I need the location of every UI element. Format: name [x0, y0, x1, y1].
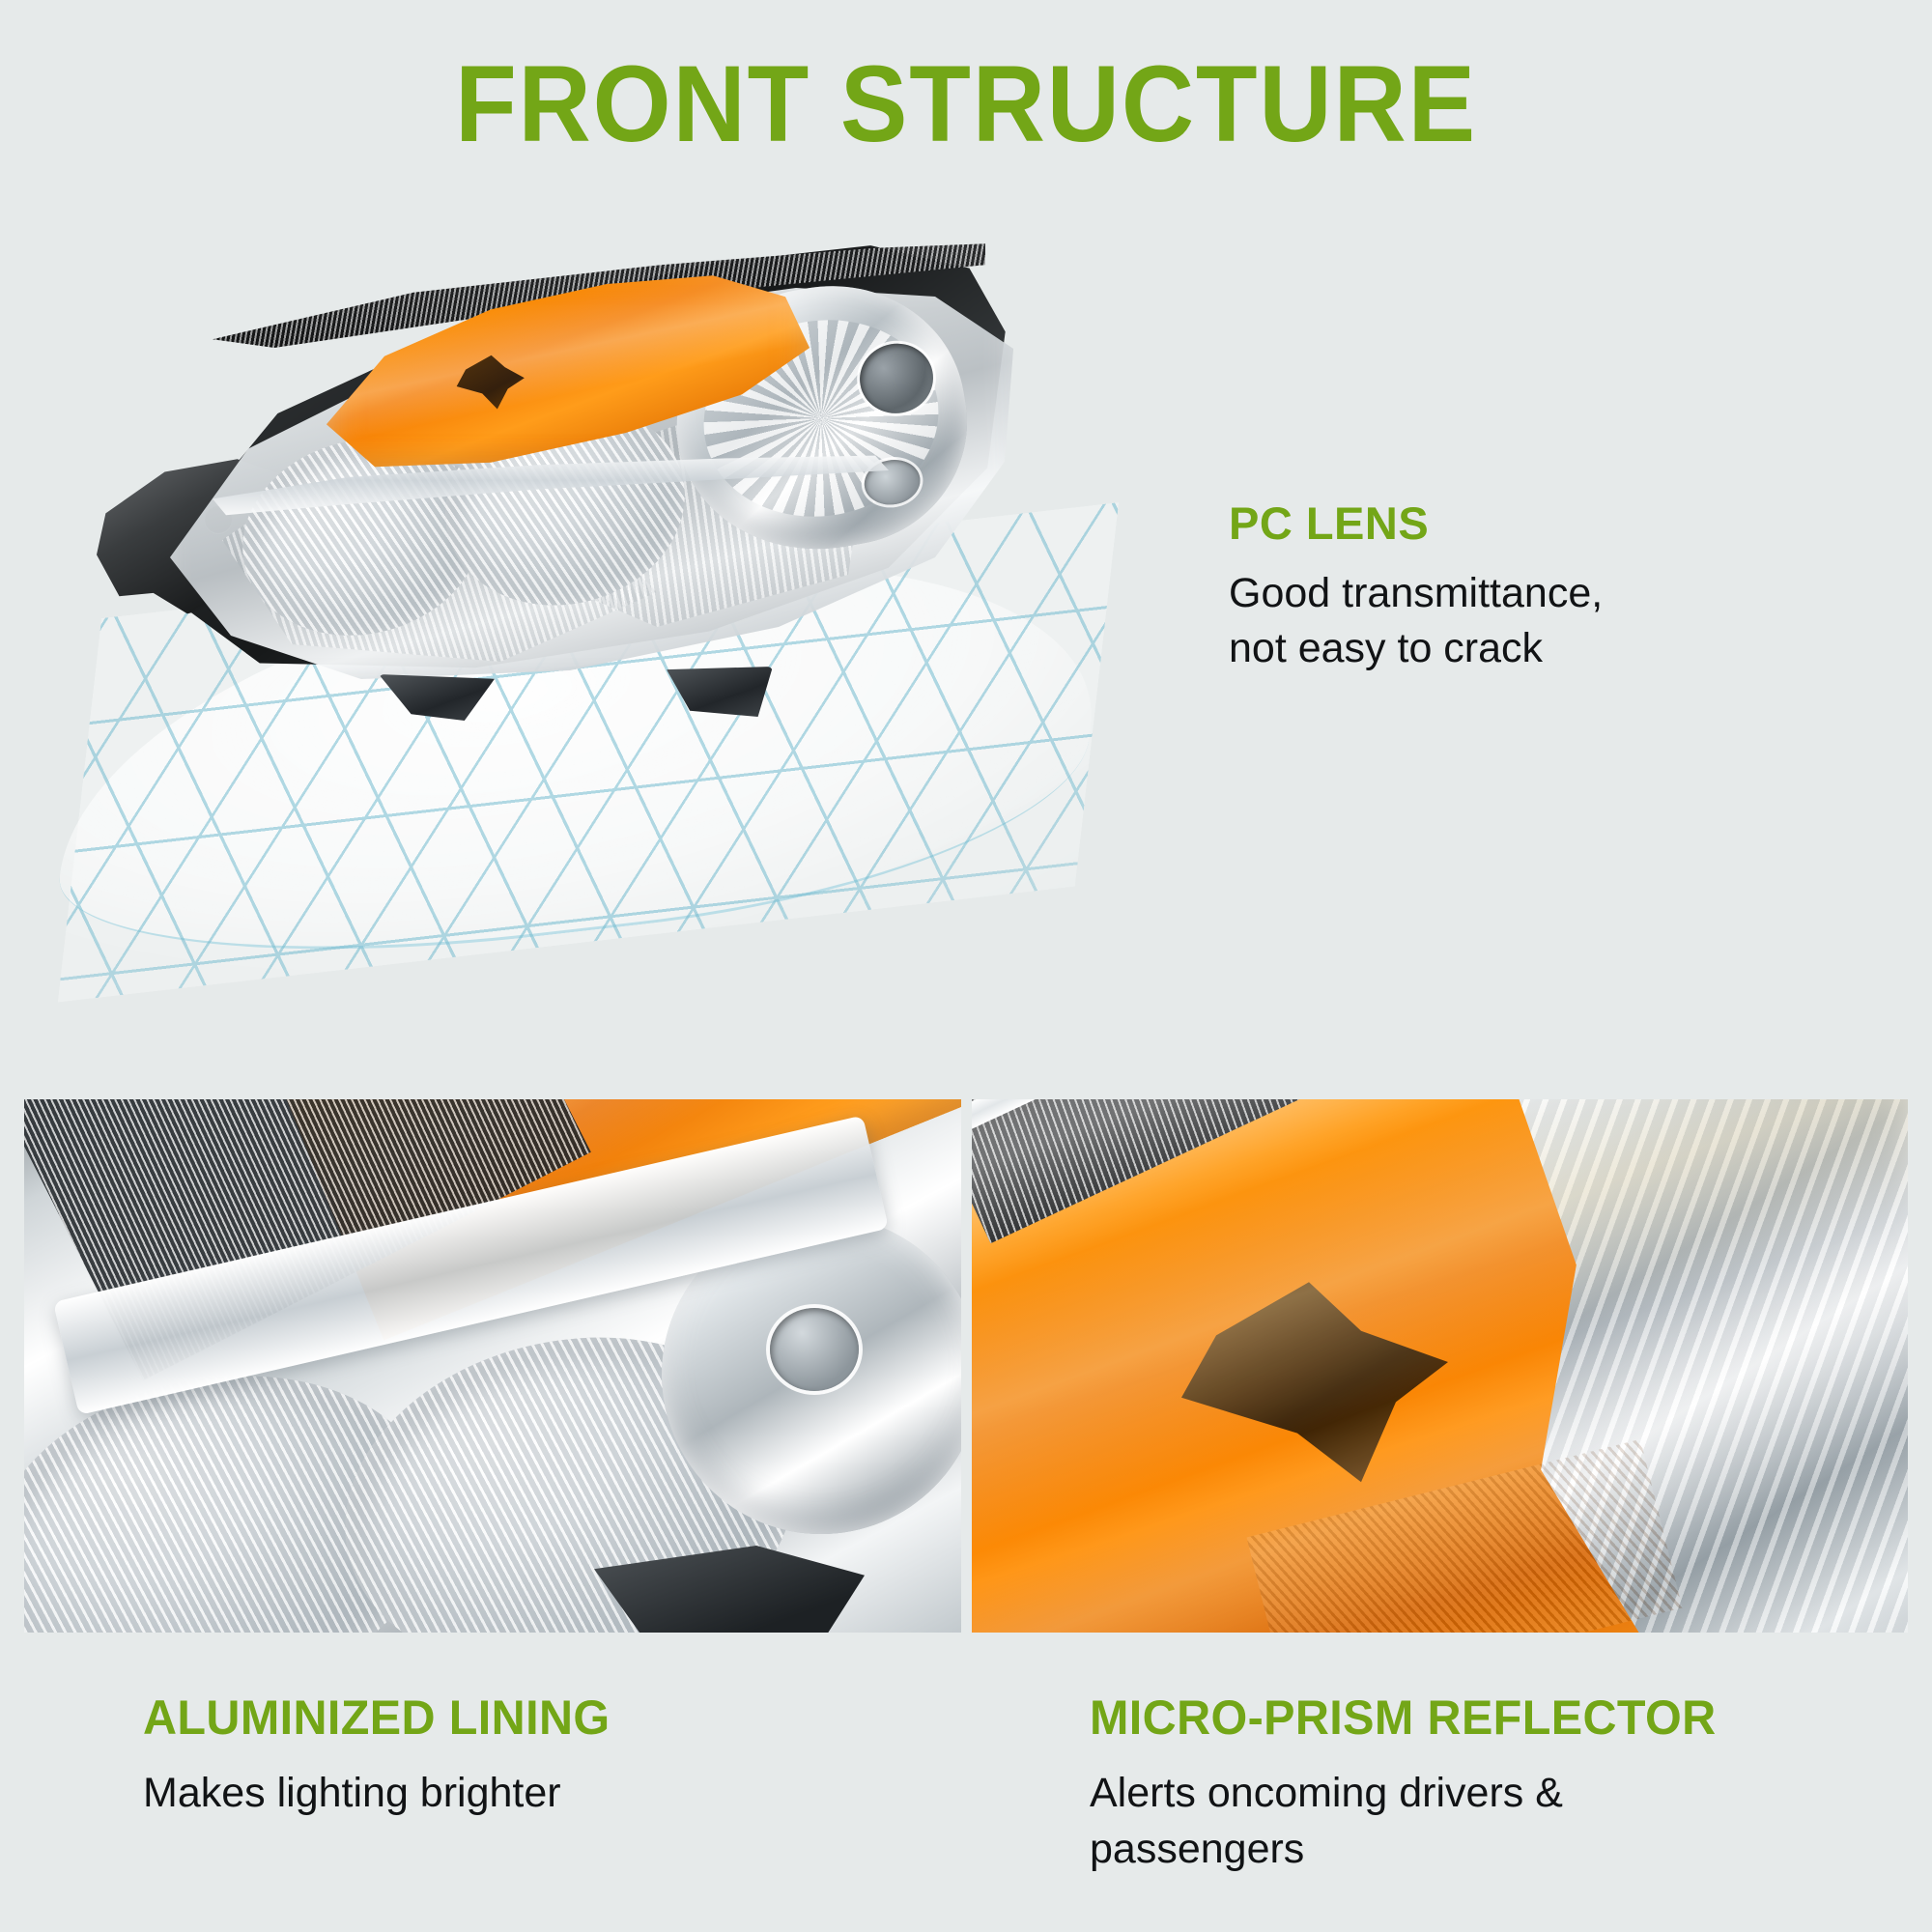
page-title: FRONT STRUCTURE — [455, 43, 1477, 164]
feature-title-pc-lens: PC LENS — [1229, 497, 1430, 549]
caption-body-line-1: Alerts oncoming drivers & — [1090, 1769, 1563, 1816]
feature-body-pc-lens: Good transmittance, not easy to crack — [1229, 566, 1847, 676]
feature-body-line-2: not easy to crack — [1229, 624, 1544, 671]
hero-product-image — [0, 184, 1208, 1003]
feature-callout-pc-lens: PC LENS Good transmittance, not easy to … — [1229, 498, 1847, 676]
caption-title-aluminized-lining: ALUMINIZED LINING — [143, 1690, 611, 1745]
caption-title-micro-prism-reflector: MICRO-PRISM REFLECTOR — [1090, 1690, 1717, 1745]
caption-body-line-2: passengers — [1090, 1825, 1305, 1872]
feature-body-line-1: Good transmittance, — [1229, 569, 1604, 616]
caption-aluminized-lining: ALUMINIZED LINING Makes lighting brighte… — [143, 1692, 935, 1821]
caption-body-aluminized-lining: Makes lighting brighter — [143, 1769, 561, 1816]
micro-prism-reflector-closeup — [972, 1099, 1908, 1633]
lamp-bracket-foot-2 — [667, 667, 773, 717]
caption-micro-prism-reflector: MICRO-PRISM REFLECTOR Alerts oncoming dr… — [1090, 1692, 1862, 1877]
bulb-socket-opening — [854, 337, 939, 419]
headlight-lamp — [97, 213, 1082, 753]
caption-body-micro-prism-reflector: Alerts oncoming drivers & passengers — [1090, 1765, 1862, 1877]
headlight-assembly-photo — [0, 184, 1208, 1003]
aluminized-lining-closeup — [24, 1099, 961, 1633]
lamp-bracket-foot-1 — [379, 674, 495, 721]
